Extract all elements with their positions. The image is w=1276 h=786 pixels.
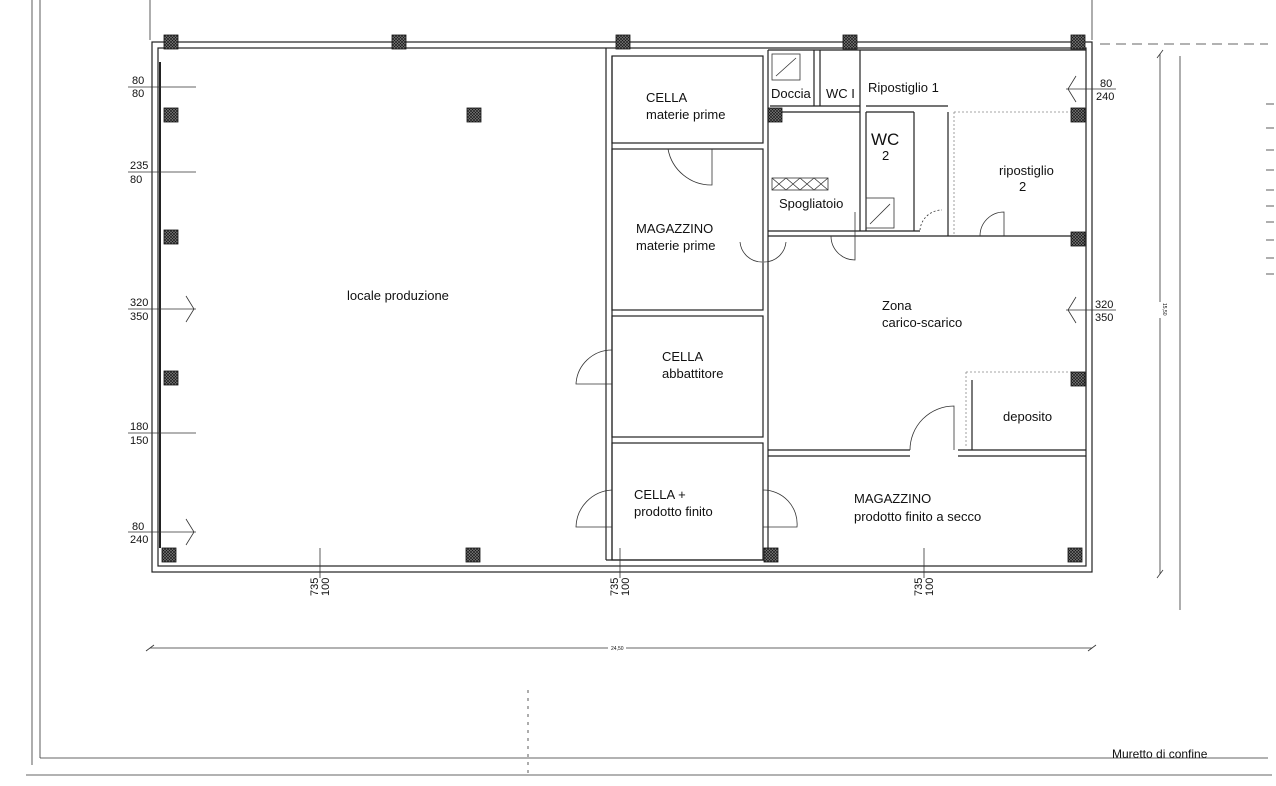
label-doccia: Doccia (771, 86, 812, 101)
label-spogliatoio: Spogliatoio (779, 196, 843, 211)
site-boundary (26, 0, 1272, 776)
dim-left-4-top: 180 (130, 421, 148, 433)
label-locale-produzione: locale produzione (347, 288, 449, 303)
dim-bottom-2-top: 735 (609, 578, 621, 596)
outer-walls (151, 41, 1093, 573)
dim-bottom-2-bottom: 100 (620, 578, 632, 596)
dim-left-5-bottom: 240 (130, 534, 148, 546)
dim-bottom-3-bottom: 100 (924, 578, 936, 596)
label-ripostiglio2: ripostiglio (999, 163, 1054, 178)
interior-walls (605, 48, 1086, 561)
dim-right-1-top: 80 (1100, 78, 1112, 90)
window-markers-right (1066, 75, 1116, 324)
label-magazzino-mp-sub: materie prime (636, 238, 715, 253)
label-deposito: deposito (1003, 409, 1052, 424)
label-cella-mp-title: CELLA (646, 90, 688, 105)
label-zona: Zona (882, 298, 912, 313)
overall-dimensions (145, 49, 1164, 652)
dim-left-1-bottom: 80 (132, 88, 144, 100)
dim-left-3-top: 320 (130, 297, 148, 309)
overall-height-label: 15,50 (1161, 303, 1167, 316)
dim-right-2-bottom: 350 (1095, 312, 1113, 324)
label-wc1: WC I (826, 86, 855, 101)
label-cella-abbattitore-sub: abbattitore (662, 366, 723, 381)
boundary-label: Muretto di confine (1112, 747, 1208, 761)
label-cella-mp-sub: materie prime (646, 107, 725, 122)
bottom-dim-ticks (319, 548, 925, 578)
label-ripostiglio1: Ripostiglio 1 (868, 80, 939, 95)
dim-bottom-1-bottom: 100 (320, 578, 332, 596)
dim-right-1-bottom: 240 (1096, 91, 1114, 103)
dim-left-3-bottom: 350 (130, 311, 148, 323)
dim-left-5-top: 80 (132, 521, 144, 533)
overall-width-label: 24,50 (611, 646, 624, 652)
label-magazzino-pf-title: MAGAZZINO (854, 491, 931, 506)
label-ripostiglio2-number: 2 (1019, 179, 1026, 194)
dim-bottom-3-top: 735 (913, 578, 925, 596)
structural-columns (161, 34, 1086, 563)
label-zona-sub: carico-scarico (882, 315, 962, 330)
window-markers-left (128, 86, 196, 546)
label-wc2-number: 2 (882, 148, 889, 163)
fixtures (771, 53, 895, 229)
dim-left-1-top: 80 (132, 75, 144, 87)
right-edge-ticks (1266, 103, 1274, 275)
dim-right-2-top: 320 (1095, 299, 1113, 311)
label-cella-prodotto-sub: prodotto finito (634, 504, 713, 519)
label-cella-abbattitore-title: CELLA (662, 349, 704, 364)
label-magazzino-mp-title: MAGAZZINO (636, 221, 713, 236)
dim-bottom-1-top: 735 (309, 578, 321, 596)
dim-left-4-bottom: 150 (130, 435, 148, 447)
dim-left-2-bottom: 80 (130, 174, 142, 186)
doors (575, 148, 1005, 528)
label-wc2: WC (871, 130, 899, 149)
label-magazzino-pf-sub: prodotto finito a secco (854, 509, 981, 524)
dim-left-2-top: 235 (130, 160, 148, 172)
label-cella-prodotto-title: CELLA + (634, 487, 686, 502)
